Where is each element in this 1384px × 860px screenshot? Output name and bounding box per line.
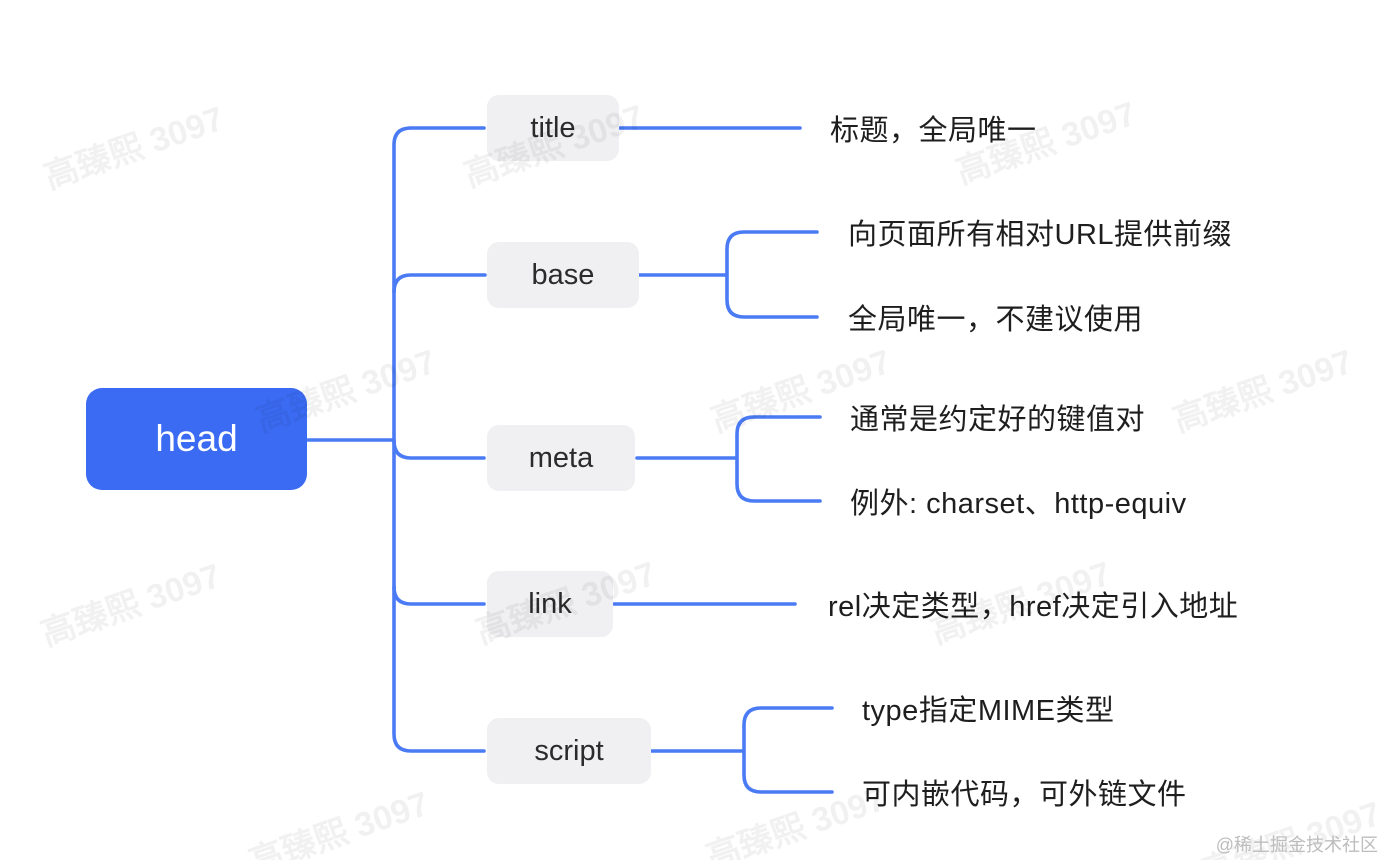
connector-branch-meta bbox=[392, 439, 486, 460]
node-head-label: head bbox=[155, 418, 238, 459]
connector-base-bracket bbox=[725, 230, 819, 319]
node-script-label: script bbox=[534, 734, 604, 767]
connector-branch-link bbox=[392, 585, 486, 606]
connector-script-bracket bbox=[742, 706, 834, 794]
node-link-label: link bbox=[528, 587, 572, 620]
leaf-base-1[interactable]: 向页面所有相对URL提供前缀 bbox=[848, 219, 1233, 251]
leaf-script-1[interactable]: type指定MIME类型 bbox=[862, 695, 1115, 727]
leaf-script-2[interactable]: 可内嵌代码，可外链文件 bbox=[862, 779, 1187, 811]
leaf-link-1[interactable]: rel决定类型，href决定引入地址 bbox=[828, 591, 1239, 623]
node-title-label: title bbox=[530, 111, 576, 144]
node-head[interactable]: head bbox=[86, 388, 307, 490]
node-base-label: base bbox=[531, 258, 595, 291]
leaf-meta-1[interactable]: 通常是约定好的键值对 bbox=[850, 404, 1146, 436]
node-script[interactable]: script bbox=[487, 718, 651, 784]
connector-spine bbox=[392, 126, 486, 753]
node-title[interactable]: title bbox=[487, 95, 619, 161]
node-meta-label: meta bbox=[528, 441, 594, 474]
attribution-text: @稀土掘金技术社区 bbox=[1215, 835, 1378, 855]
node-meta[interactable]: meta bbox=[487, 425, 635, 491]
connector-meta-bracket bbox=[735, 415, 822, 503]
leaf-meta-2[interactable]: 例外: charset、http-equiv bbox=[850, 488, 1187, 520]
connector-branch-base bbox=[392, 273, 487, 294]
leaf-title-1[interactable]: 标题，全局唯一 bbox=[830, 115, 1037, 147]
node-base[interactable]: base bbox=[487, 242, 639, 308]
leaf-base-2[interactable]: 全局唯一，不建议使用 bbox=[848, 304, 1144, 336]
node-link[interactable]: link bbox=[487, 571, 613, 637]
